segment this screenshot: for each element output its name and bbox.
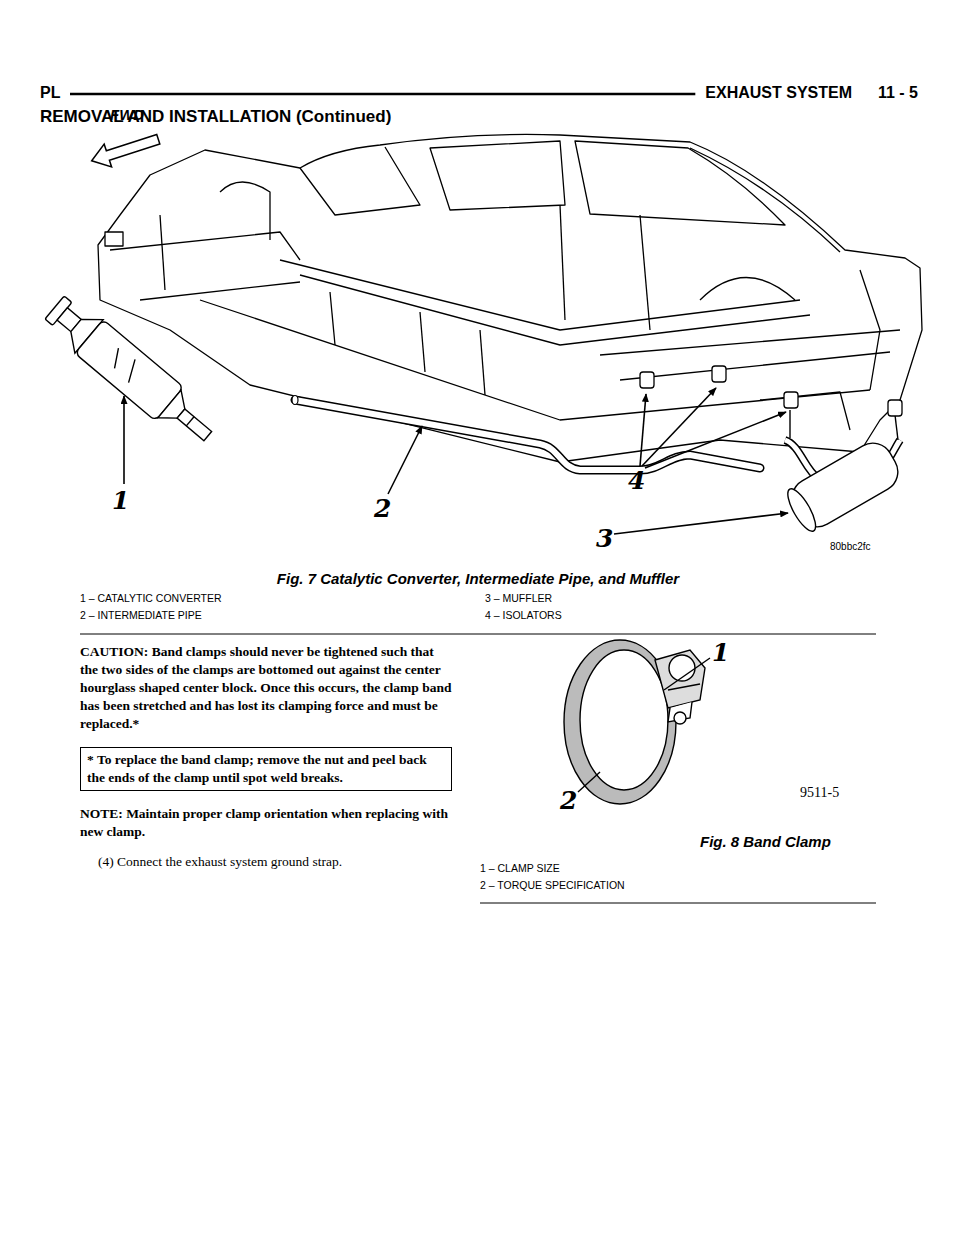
catalytic-converter [40,291,221,453]
intermediate-pipe [295,400,760,470]
isolators [640,372,654,388]
isolators [888,400,902,416]
muffler [789,410,790,438]
leader-lines [123,396,125,484]
figure-caption: Fig. 7 Catalytic Converter, Intermediate… [80,570,876,587]
callout-number: 3 [596,524,613,553]
vehicle-body [220,182,270,240]
muffler [783,485,821,535]
vehicle-body [110,232,300,260]
page-rules [80,634,876,635]
callout-number: 4 [628,466,645,495]
leader-lines [645,412,786,468]
vehicle-body [280,260,800,330]
chapter-title: EXHAUST SYSTEM [705,84,852,102]
isolators [784,392,798,408]
figure-code: 9511-5 [800,785,839,801]
vehicle-body [330,292,335,345]
band-clamp [668,684,700,690]
clamp-leaders [578,658,710,792]
vehicle-body [760,392,850,430]
vehicle-body [620,352,890,380]
vehicle-body [600,330,900,355]
vehicle-body [98,134,922,462]
intermediate-pipe [292,396,298,405]
callout-key: 2 – TORQUE SPECIFICATION [480,879,625,891]
catalytic-converter [106,347,143,383]
callout-key: 1 – CLAMP SIZE [480,862,560,874]
page-rules [70,93,695,96]
vehicle-body [300,275,810,345]
vehicle-body [105,232,123,246]
figure-caption: Fig. 8 Band Clamp [700,833,831,850]
isolators [640,366,902,416]
section-heading: REMOVAL AND INSTALLATION (Continued) [40,107,391,127]
band-clamp [674,712,686,724]
callout-key: 3 – MUFFLER [485,592,552,604]
note-text: * To replace the band clamp; remove the … [87,751,445,787]
callout-number: 2 [560,786,577,815]
muffler [895,415,898,440]
fwd-arrow [88,128,162,172]
muffler [785,440,818,478]
callout-number: 1 [712,638,729,667]
vehicle-body [690,148,840,252]
fwd-arrow [88,128,162,172]
callout-key: 2 – INTERMEDIATE PIPE [80,609,202,621]
vehicle-body [640,215,650,330]
callout-number: 2 [374,494,391,523]
leader-lines [388,426,422,494]
section-code: PL [40,84,60,102]
page-number: 11 - 5 [878,84,918,102]
vehicle-body [700,278,795,301]
muffler [782,436,905,536]
intermediate-pipe [295,400,760,470]
band-clamp [580,650,668,790]
catalytic-converter [177,409,212,441]
caution-text: CAUTION: Band clamps should never be tig… [80,643,452,733]
leader-lines [614,513,788,534]
vehicle-body [300,147,420,215]
vehicle-body [560,205,565,320]
band-clamp [564,640,705,804]
note-box: * To replace the band clamp; remove the … [80,747,452,791]
vehicle-body [420,312,425,372]
direction-label: FWD [110,106,144,123]
vehicle-body [98,134,922,462]
intermediate-pipe [292,396,760,471]
muffler [782,410,905,536]
vehicle-body [430,141,565,210]
clamp-leaders [578,772,600,792]
callout-number: 1 [112,486,129,515]
callout-key: 1 – CATALYTIC CONVERTER [80,592,222,604]
catalytic-converter [186,417,194,426]
vehicle-body [480,330,485,395]
vehicle-body [160,215,165,290]
figure-code: 80bbc2fc [830,541,871,552]
page-rules [480,903,876,904]
note-text: NOTE: Maintain proper clamp orientation … [80,805,452,841]
callout-key: 4 – ISOLATORS [485,609,562,621]
muffler [785,440,818,478]
procedure-step: (4) Connect the exhaust system ground st… [98,853,458,871]
vehicle-body [860,270,880,390]
isolators [712,366,726,382]
clamp-leaders [664,658,710,690]
leader-lines [640,394,646,466]
leader-lines [124,388,788,534]
